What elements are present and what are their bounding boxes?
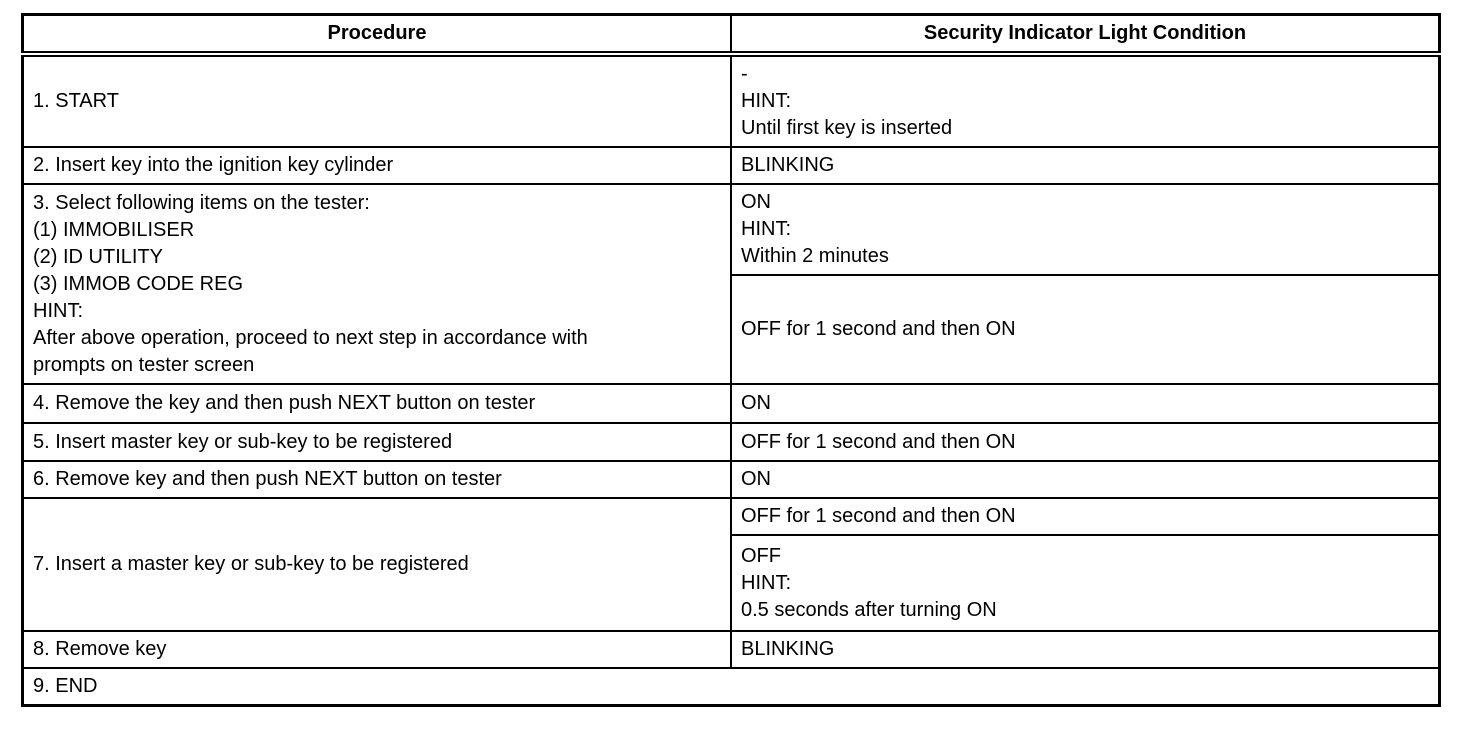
condition-cell-7a: OFF for 1 second and then ON xyxy=(730,497,1441,536)
table-row-1: 1. START - HINT: Until first key is inse… xyxy=(21,53,1441,148)
condition-cell-3b: OFF for 1 second and then ON xyxy=(730,274,1441,385)
condition-cell-6: ON xyxy=(730,460,1441,499)
condition-cell-5: OFF for 1 second and then ON xyxy=(730,422,1441,462)
condition-cell-3a: ON HINT: Within 2 minutes xyxy=(730,183,1441,276)
table-row-9: 9. END xyxy=(21,667,1441,707)
procedure-cell-3: 3. Select following items on the tester:… xyxy=(21,183,732,385)
condition-cell-8: BLINKING xyxy=(730,630,1441,669)
procedure-cell-1: 1. START xyxy=(21,53,732,148)
procedure-cell-7: 7. Insert a master key or sub-key to be … xyxy=(21,497,732,632)
table-row-2: 2. Insert key into the ignition key cyli… xyxy=(21,146,1441,185)
condition-cell-1: - HINT: Until first key is inserted xyxy=(730,53,1441,148)
procedure-cell-2: 2. Insert key into the ignition key cyli… xyxy=(21,146,732,185)
table-row-7b: OFF HINT: 0.5 seconds after turning ON xyxy=(23,534,1441,632)
table-row-3: 3. Select following items on the tester:… xyxy=(21,183,1441,385)
procedure-cell-8: 8. Remove key xyxy=(21,630,732,669)
procedure-cell-6: 6. Remove key and then push NEXT button … xyxy=(21,460,732,499)
table-row-4: 4. Remove the key and then push NEXT but… xyxy=(21,383,1441,424)
header-condition: Security Indicator Light Condition xyxy=(730,13,1441,57)
table-row-3b: OFF for 1 second and then ON xyxy=(23,274,1441,385)
table-row-8: 8. Remove key BLINKING xyxy=(21,630,1441,669)
procedure-cell-9: 9. END xyxy=(21,667,1441,707)
condition-cell-2: BLINKING xyxy=(730,146,1441,185)
table-row-5: 5. Insert master key or sub-key to be re… xyxy=(21,422,1441,462)
table-row-6: 6. Remove key and then push NEXT button … xyxy=(21,460,1441,499)
procedure-cell-4: 4. Remove the key and then push NEXT but… xyxy=(21,383,732,424)
condition-cell-4: ON xyxy=(730,383,1441,424)
table-row-7: 7. Insert a master key or sub-key to be … xyxy=(21,497,1441,632)
header-row: Procedure Security Indicator Light Condi… xyxy=(21,13,1441,57)
procedure-cell-5: 5. Insert master key or sub-key to be re… xyxy=(21,422,732,462)
condition-cell-7b: OFF HINT: 0.5 seconds after turning ON xyxy=(730,534,1441,632)
key-registration-procedure-table: Procedure Security Indicator Light Condi… xyxy=(21,13,1441,707)
header-procedure: Procedure xyxy=(21,13,732,57)
